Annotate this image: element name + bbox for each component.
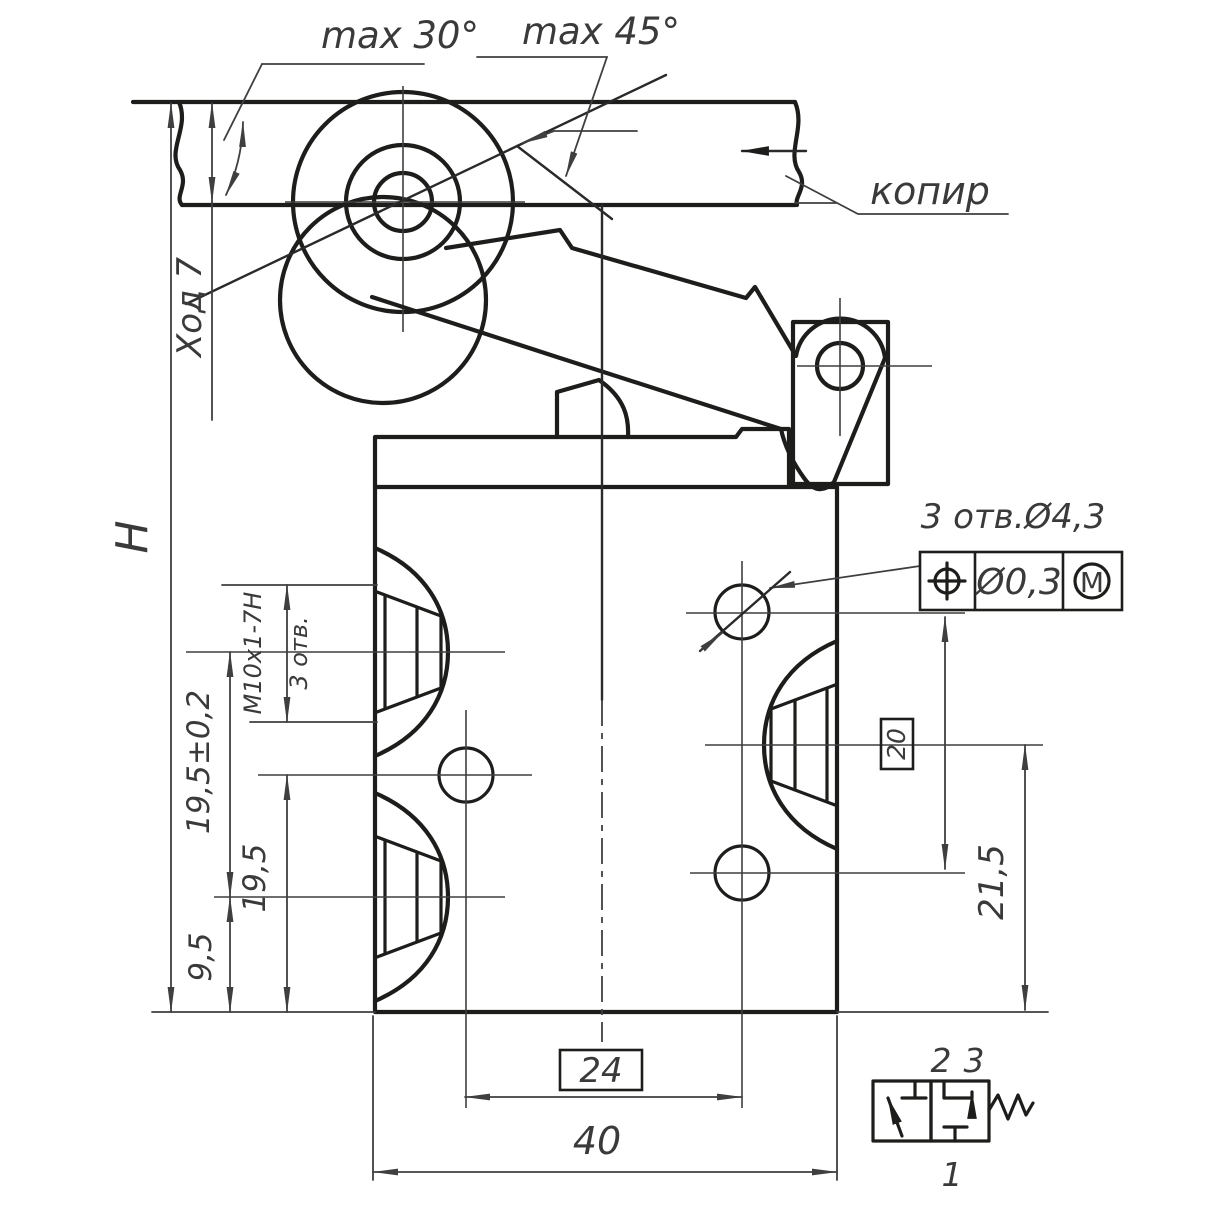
lever-arm [369,227,888,492]
box-dim-24 [558,1048,644,1092]
label-20: 20 [882,728,911,760]
blocked-port-top [900,1079,928,1100]
label-cam: копир [870,169,990,213]
valve-body [186,203,1043,1108]
label-tolerance-value: Ø0,3 [974,562,1062,603]
flow-arrow [886,1096,904,1138]
dimension-lines [151,56,1049,1181]
pivot-bracket [790,319,891,487]
label-max-30: max 30° [321,14,479,57]
label-port-1: 1 [942,1155,963,1194]
label-stroke: Ход 7 [170,257,210,359]
roller-lever-mechanism [277,86,932,492]
label-21-5: 21,5 [972,844,1012,920]
cam-leader [785,175,1009,215]
material-condition-circle [1073,562,1111,600]
blocked-port-bottom [942,1125,969,1143]
label-material-condition: M [1080,566,1104,599]
pneumatic-valve-symbol [871,1079,1035,1143]
tolerance-frame [918,550,1124,612]
angle-construction-lines [184,73,837,306]
position-symbol-icon [927,561,967,601]
label-port-3: 3 [964,1041,985,1080]
label-holes-note: 3 отв.Ø4,3 [921,497,1106,537]
body-top-step [372,426,792,490]
label-24: 24 [579,1051,622,1091]
label-thread-holes: 3 отв. [285,616,313,689]
roller-pressed-position [277,194,489,406]
exhaust-path [942,1079,977,1119]
label-thread-spec: M10x1-7H [239,592,267,715]
label-19-5-tol: 19,5±0,2 [181,690,217,834]
label-9-5: 9,5 [183,932,219,981]
body-outline [372,484,840,1015]
dim-angle-30 [225,121,246,196]
label-40: 40 [573,1119,621,1163]
cam-bar [130,99,808,208]
label-H: H [107,520,158,553]
label-19-5: 19,5 [237,843,273,912]
label-max-45: max 45° [522,10,680,53]
dim-angle-45 [522,130,555,144]
plunger [554,377,631,440]
box-dim-20 [879,717,915,771]
symbol-right-box [929,1079,991,1143]
label-port-2: 2 [931,1041,952,1080]
spring-icon [987,1093,1035,1121]
